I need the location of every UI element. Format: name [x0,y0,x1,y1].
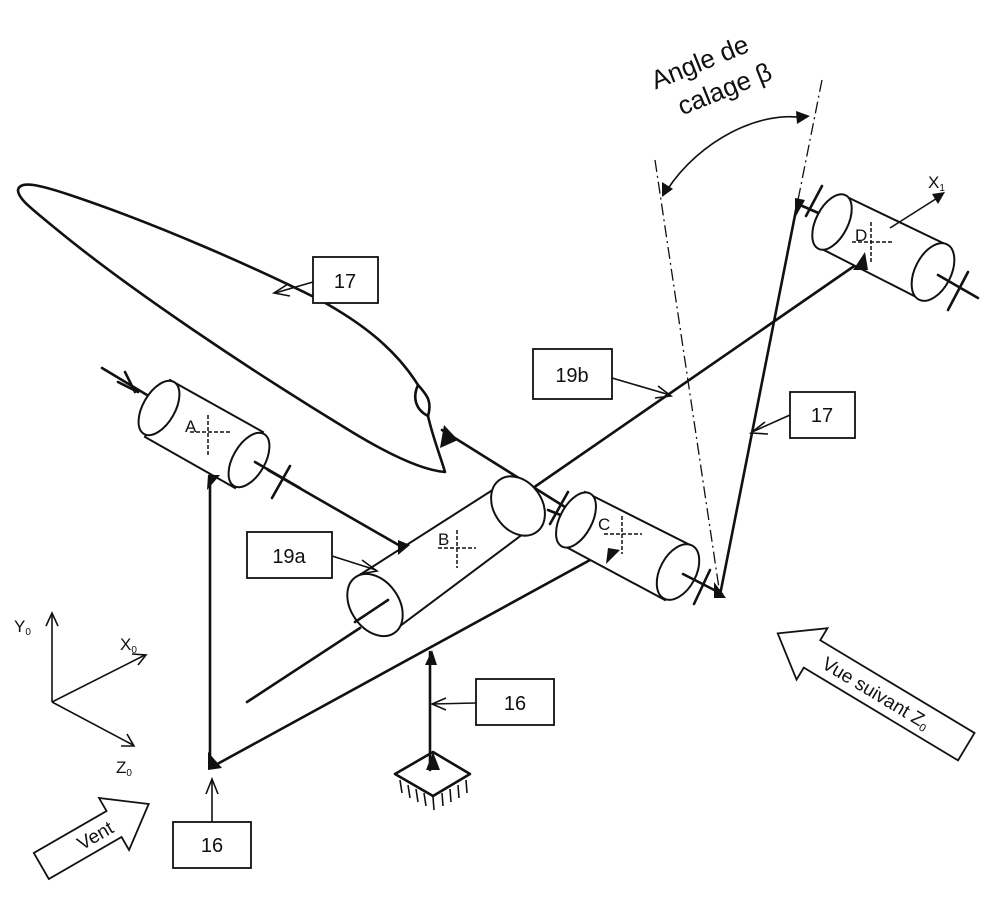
calage-label: Angle de calage β [647,29,776,121]
label-19b-text: 19b [555,365,588,387]
axis-y0-label: Y0 [14,617,31,638]
arm-17 [718,198,800,597]
joint-A-cylinder [100,366,302,500]
leader-lines [205,281,791,822]
vue-text: Vue suivant Z0 [817,654,933,735]
point-D: D [855,226,867,245]
axis-z0-label: Z0 [116,758,132,779]
point-A: A [185,417,197,436]
vent-arrow: Vent [32,796,150,881]
label-17-arm-text: 17 [811,405,833,427]
joint-C-cylinder [546,490,724,606]
label-box-19b: 19b [532,348,613,400]
point-C: C [598,515,610,534]
frame-16 [208,473,614,772]
label-box-19a: 19a [246,531,333,579]
label-box-16-mid: 16 [475,678,555,726]
point-B: B [438,530,449,549]
joint-D-cylinder [798,184,980,312]
joint-markers [207,198,868,770]
label-box-17-arm: 17 [789,391,856,439]
joint-B-cylinder [346,475,546,638]
axis-x1-label: X1 [928,173,945,194]
vue-arrow: Vue suivant Z0 [776,627,976,762]
label-box-17-top: 17 [312,256,379,304]
label-16-mid-text: 16 [504,693,526,715]
label-box-16-bottom: 16 [172,821,252,869]
blade-profile [16,183,447,474]
label-17-top-text: 17 [334,271,356,293]
label-16-bottom-text: 16 [201,835,223,857]
calage-angle-lines [654,79,823,596]
link-19b [245,260,862,704]
axis-x0-label: X0 [120,635,137,656]
reference-axes [45,611,148,747]
ground-symbol [393,750,472,811]
label-19a-text: 19a [272,546,306,568]
